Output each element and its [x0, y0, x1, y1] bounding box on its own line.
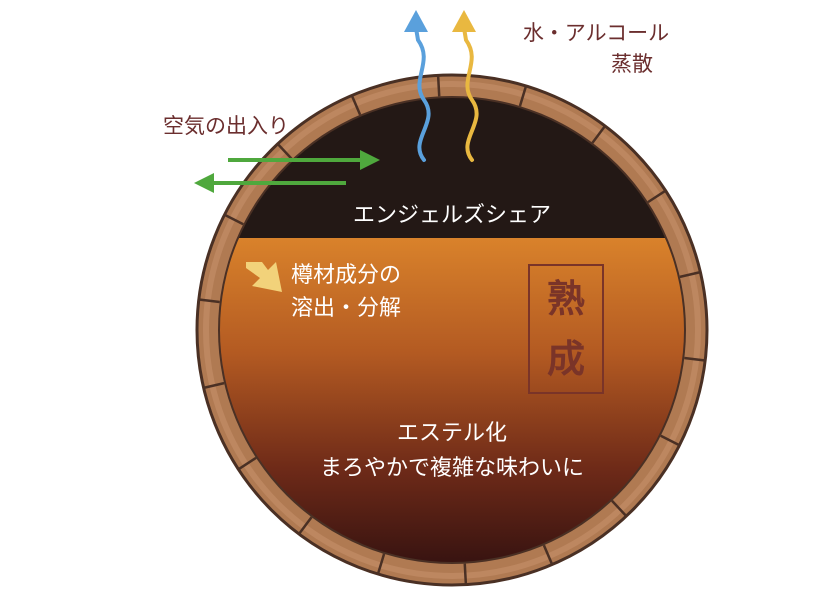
- barrel-stave-joint: [647, 189, 667, 204]
- barrel-stave-joint: [276, 143, 293, 161]
- angels-share-label: エンジェルズシェア: [353, 203, 551, 228]
- barrel-stave-joint: [376, 553, 386, 575]
- barrel-stave-joint: [350, 94, 362, 116]
- extraction-arrow: [246, 262, 282, 292]
- barrel-stave-joint: [436, 75, 441, 97]
- water-arrow-head: [404, 10, 428, 32]
- maturation-box: [528, 264, 604, 394]
- barrel-stave-joint: [237, 456, 257, 471]
- barrel-stave-joint: [591, 125, 607, 144]
- barrel-stave-joint: [223, 213, 244, 226]
- ester-label-line1: エステル化: [397, 421, 507, 446]
- barrel-stave-joint: [542, 544, 554, 566]
- evaporation-label-line2: 蒸散: [611, 52, 653, 76]
- barrel-stave-joint: [198, 298, 220, 304]
- alcohol-arrow-head: [452, 10, 476, 32]
- evaporation-arrows: [404, 10, 479, 162]
- barrel-stave-joint: [297, 516, 313, 535]
- barrel-stave-joint: [660, 434, 681, 447]
- air-exchange-arrows: [194, 150, 380, 193]
- air-out-arrow-head: [194, 173, 214, 193]
- barrel-stave-joint: [518, 85, 528, 107]
- water-evaporation-arrow: [414, 26, 431, 162]
- maturation-char-2: 成: [547, 337, 585, 381]
- ester-label-line2: まろやかで複雑な味わいに: [320, 456, 584, 481]
- barrel-stave-joint: [203, 381, 225, 390]
- air-exchange-label: 空気の出入り: [163, 114, 289, 138]
- maturation-char-1: 熟: [547, 277, 585, 321]
- barrel-stave-joint: [611, 499, 628, 517]
- alcohol-evaporation-arrow: [462, 26, 479, 162]
- extraction-label-line1: 樽材成分の: [291, 263, 401, 288]
- barrel-stave-joint: [684, 356, 706, 362]
- extraction-label-line2: 溶出・分解: [291, 296, 401, 321]
- barrel-stave-joint: [679, 270, 701, 279]
- air-in-arrow-head: [360, 150, 380, 170]
- evaporation-label-line1: 水・アルコール: [523, 21, 669, 45]
- barrel-stave-joint: [463, 563, 468, 585]
